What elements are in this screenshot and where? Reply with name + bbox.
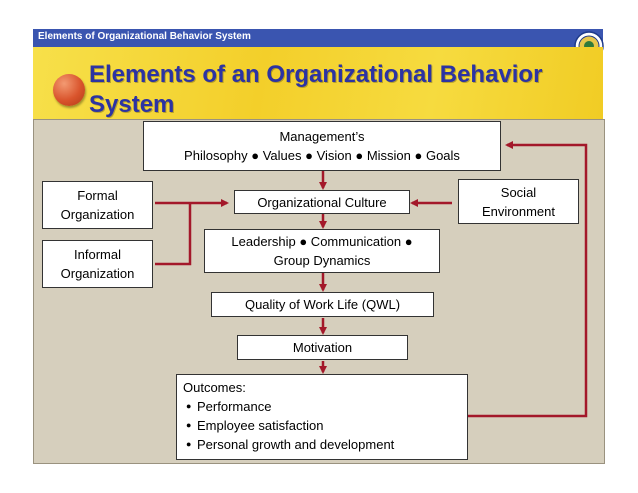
social-line1: Social: [500, 184, 537, 200]
formal-line2: Organization: [60, 207, 135, 222]
outcome-item: ● Employee satisfaction: [183, 416, 323, 435]
bullet-icon: ●: [186, 401, 192, 411]
management-box: Management’s Philosophy ● Values ● Visio…: [143, 121, 501, 171]
organizational-culture-box: Organizational Culture: [234, 190, 410, 214]
slide-title: Elements of an Organizational Behavior S…: [89, 61, 543, 118]
social-line2: Environment: [482, 203, 555, 219]
arrow-outcomes-feedback: [468, 141, 588, 418]
qwl-label: Quality of Work Life (QWL): [244, 297, 401, 312]
leadership-box: Leadership ● Communication ● Group Dynam…: [204, 229, 440, 273]
formal-organization-box: Formal Organization: [42, 181, 153, 229]
outcome-item: ● Personal growth and development: [183, 435, 394, 454]
outcome-personal-growth: Personal growth and development: [197, 437, 395, 452]
header-bar: [33, 29, 603, 47]
arrow-informal-to-culture: [155, 203, 192, 266]
motivation-label: Motivation: [292, 340, 353, 355]
formal-line1: Formal: [77, 188, 118, 203]
informal-line1: Informal: [74, 247, 121, 262]
management-line2: Philosophy ● Values ● Vision ● Mission ●…: [184, 148, 460, 163]
culture-label: Organizational Culture: [257, 194, 387, 210]
title-bullet-icon: [53, 74, 85, 106]
qwl-box: Quality of Work Life (QWL): [211, 292, 434, 317]
motivation-box: Motivation: [237, 335, 408, 360]
informal-organization-box: Informal Organization: [42, 240, 153, 288]
outcomes-box: Outcomes: ● Performance ● Employee satis…: [176, 374, 468, 460]
social-environment-box: Social Environment: [458, 179, 579, 224]
outcome-item: ● Performance: [183, 397, 271, 416]
management-line1: Management’s: [279, 129, 365, 144]
outcomes-heading: Outcomes:: [183, 380, 246, 395]
informal-line2: Organization: [60, 266, 135, 281]
outcome-employee-satisfaction: Employee satisfaction: [197, 418, 324, 433]
leadership-line1: Leadership ● Communication ●: [231, 234, 413, 249]
bullet-icon: ●: [186, 420, 192, 430]
outcome-performance: Performance: [197, 399, 272, 414]
header-title: Elements of Organizational Behavior Syst…: [38, 31, 251, 42]
title-band: [33, 47, 603, 127]
leadership-line2: Group Dynamics: [273, 253, 371, 268]
bullet-icon: ●: [186, 439, 192, 449]
